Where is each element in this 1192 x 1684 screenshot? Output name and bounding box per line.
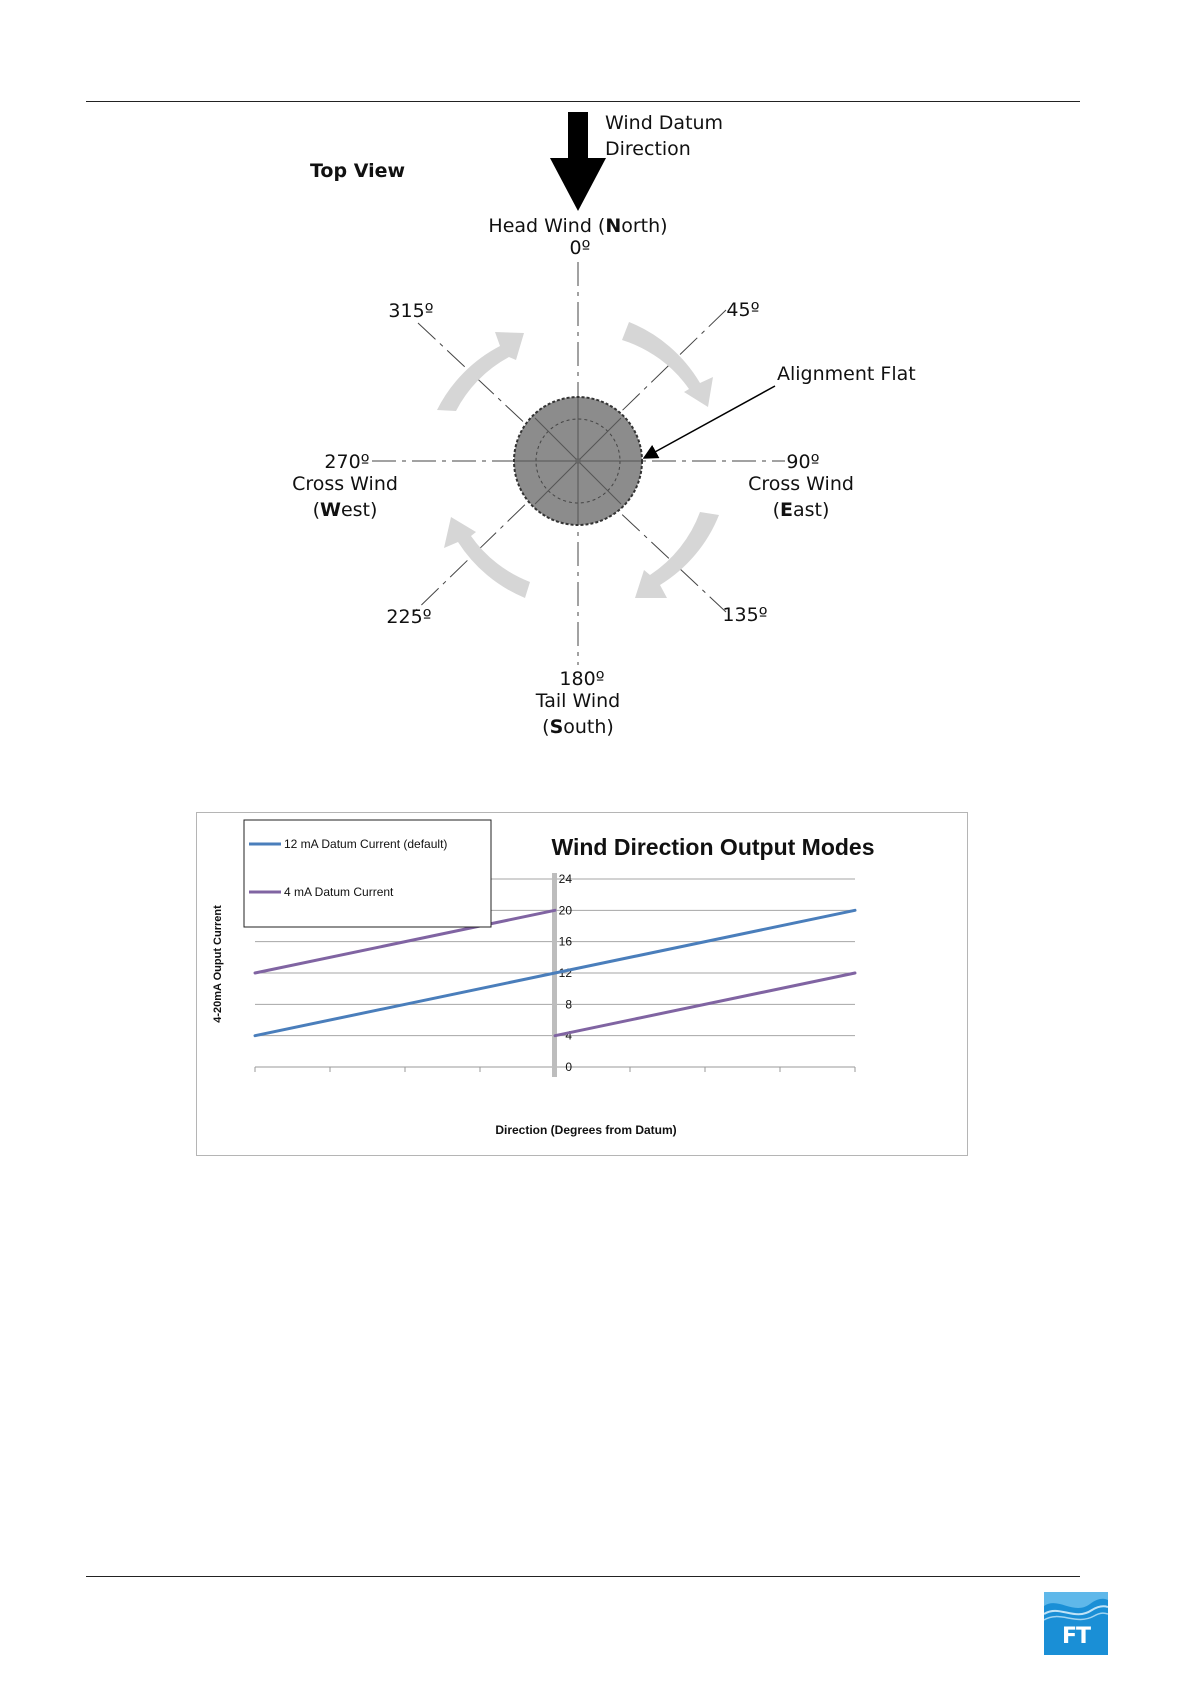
west-line3: (West): [313, 499, 378, 521]
series-line-0: [253, 908, 857, 1038]
rotation-arrows: [437, 322, 719, 598]
chart-title: Wind Direction Output Modes: [551, 834, 874, 860]
y-tick-label: 16: [559, 935, 573, 949]
legend-box: [243, 819, 492, 928]
series-line-1: [253, 908, 557, 975]
south-line2: Tail Wind: [535, 690, 620, 712]
west-angle: 270º: [324, 451, 369, 473]
west-line2: Cross Wind: [292, 473, 398, 495]
wave-icon: [1044, 1592, 1108, 1621]
company-logo: FT: [1044, 1592, 1108, 1655]
chart-legend: 12 mA Datum Current (default) 4 mA Datum…: [243, 819, 492, 928]
logo-text: FT: [1061, 1624, 1091, 1649]
x-axis-label: Direction (Degrees from Datum): [495, 1123, 676, 1137]
header-rule: [86, 101, 1080, 102]
footer-rule: [86, 1576, 1080, 1577]
y-tick-label: 8: [565, 997, 572, 1011]
east-angle: 90º: [786, 451, 819, 473]
legend-label-4ma: 4 mA Datum Current: [284, 885, 394, 899]
y-tick-label: 24: [559, 872, 573, 886]
north-angle: 0º: [569, 237, 590, 259]
east-line3: (East): [773, 499, 830, 521]
datum-direction-arrow: [550, 112, 606, 211]
north-label: Head Wind (North): [488, 215, 667, 237]
chart-series: [253, 908, 857, 1038]
y-tick-label: 20: [559, 903, 573, 917]
y-tick-label: 4: [565, 1029, 572, 1043]
east-line2: Cross Wind: [748, 473, 854, 495]
angle-135: 135º: [722, 604, 767, 626]
angle-315: 315º: [388, 300, 433, 322]
datum-label-line1: Wind Datum: [605, 112, 723, 134]
alignment-flat-pointer: [642, 385, 776, 459]
datum-divider: [552, 873, 557, 1077]
angle-225: 225º: [386, 606, 431, 628]
y-axis-label: 4-20mA Ouput Current: [212, 905, 224, 1023]
datum-label-line2: Direction: [605, 138, 691, 160]
south-angle: 180º: [559, 668, 604, 690]
sensor-top: [513, 396, 643, 526]
y-tick-label: 0: [565, 1060, 572, 1074]
top-view-label: Top View: [310, 160, 405, 182]
series-line-1: [553, 971, 857, 1038]
wind-direction-diagram: Wind Datum Direction Top View Alignment …: [292, 112, 916, 738]
legend-label-12ma: 12 mA Datum Current (default): [284, 837, 447, 851]
south-line3: (South): [542, 716, 614, 738]
angle-45: 45º: [726, 299, 759, 321]
alignment-flat-label: Alignment Flat: [777, 363, 916, 385]
